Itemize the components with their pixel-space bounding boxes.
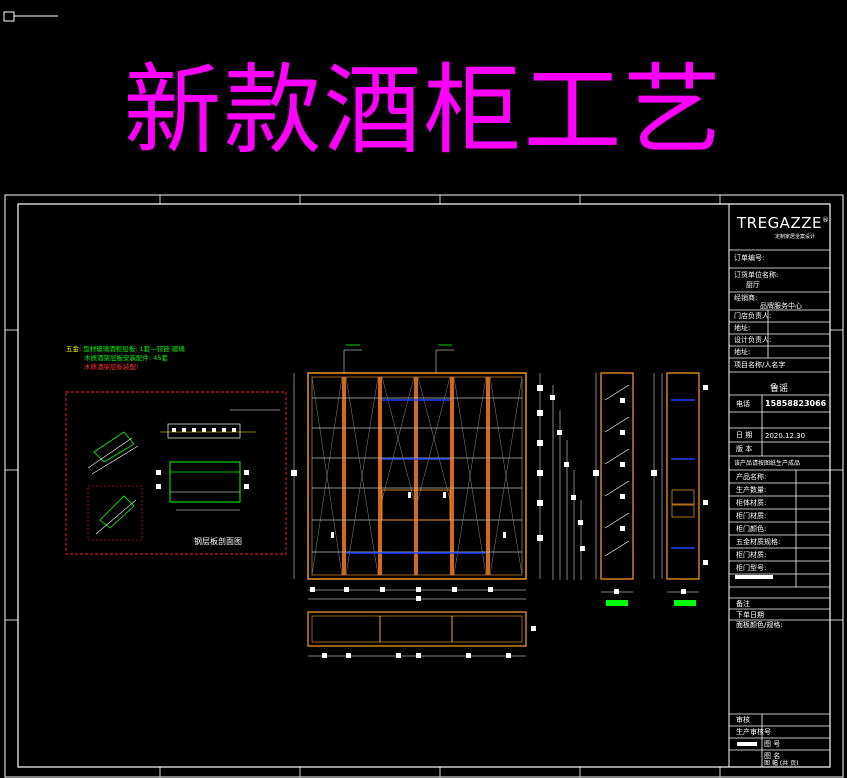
tb-address-2: 地址: xyxy=(734,348,751,356)
tb-sales-label: 经销商: xyxy=(734,294,758,302)
tb-order-no: 订单编号: xyxy=(734,254,765,262)
tb-bottom-0: 备注 xyxy=(736,600,750,608)
tb-row-6: 柜门材质: xyxy=(736,551,767,559)
title-block-bars xyxy=(735,575,773,746)
hardware-note-line-3: 木质酒架层板装配! xyxy=(84,363,139,371)
detail-box xyxy=(65,391,287,555)
tb-row-1: 生产数量: xyxy=(736,486,767,494)
tb-address: 地址: xyxy=(734,324,751,332)
page-title: 新款酒柜工艺 xyxy=(123,54,724,168)
tb-bottom-2: 面板颜色/规格: xyxy=(736,621,783,629)
tb-phone-label: 电话 xyxy=(736,400,750,408)
tb-sales-value: 品牌服务中心 xyxy=(760,302,802,310)
sheet-frame xyxy=(4,194,844,778)
layer-marker xyxy=(3,11,58,22)
hardware-note-label: 五金: xyxy=(66,345,82,353)
cabinet-elevation xyxy=(291,349,585,601)
tb-row-5: 五金材质规格: xyxy=(736,538,781,546)
tb-date-label: 日 期 xyxy=(736,431,753,439)
brand-logo: TREGAZZE® xyxy=(737,214,829,232)
tb-customer: 鲁谣 xyxy=(770,384,789,394)
tb-date-value: 2020.12.30 xyxy=(765,432,806,440)
tb-sign-4: 图 幅 (共 页) xyxy=(764,760,799,767)
tb-designer: 门店负责人: xyxy=(734,312,772,320)
title-block-grid xyxy=(729,249,830,767)
hardware-note-1: 五金: 型材玻璃酒柜层板: 1套—铰链 玻璃 xyxy=(66,345,185,354)
tb-version-label: 版 本 xyxy=(736,445,753,453)
tb-bottom-1: 下单日期 xyxy=(736,611,764,619)
registered-mark: ® xyxy=(821,216,830,224)
tb-room-value: 厨厅 xyxy=(746,281,760,289)
tb-sign-0: 审核 xyxy=(736,716,750,724)
brand-name: TREGAZZE xyxy=(737,214,822,232)
tb-row-0: 产品名称: xyxy=(736,473,767,481)
cabinet-side-section-2 xyxy=(651,372,708,606)
hardware-note-line-1: 型材玻璃酒柜层板: 1套—铰链 玻璃 xyxy=(83,345,185,353)
tb-sign-2: 图 号 xyxy=(764,740,781,748)
tb-row-2: 柜体材质: xyxy=(736,499,767,507)
tb-sign-1: 生产审核号 xyxy=(736,728,771,736)
tb-project: 项目名称/人名字 xyxy=(734,361,786,369)
frame-ticks xyxy=(5,195,843,777)
hardware-note-line-2: 木质酒架层板安装配件: 45套 xyxy=(84,354,169,362)
tb-sign-3: 图 名 xyxy=(764,752,781,760)
cabinet-plan-view xyxy=(307,611,536,658)
detail-caption: 钢层板剖面图 xyxy=(194,537,242,546)
tb-info: 该产品请按图纸生产成品 xyxy=(734,460,801,467)
brand-subtitle: 定制家居全案设计 xyxy=(775,234,816,240)
tb-contact: 设计负责人: xyxy=(734,336,772,344)
tb-row-3: 柜门材质: xyxy=(736,512,767,520)
tb-row-4: 柜门颜色: xyxy=(736,525,767,533)
tb-row-7: 柜门型号: xyxy=(736,564,767,572)
cabinet-side-section xyxy=(593,372,634,606)
tb-room-label: 订货单位名称: xyxy=(734,271,779,279)
tb-phone-value: 15858823066 xyxy=(765,399,827,408)
